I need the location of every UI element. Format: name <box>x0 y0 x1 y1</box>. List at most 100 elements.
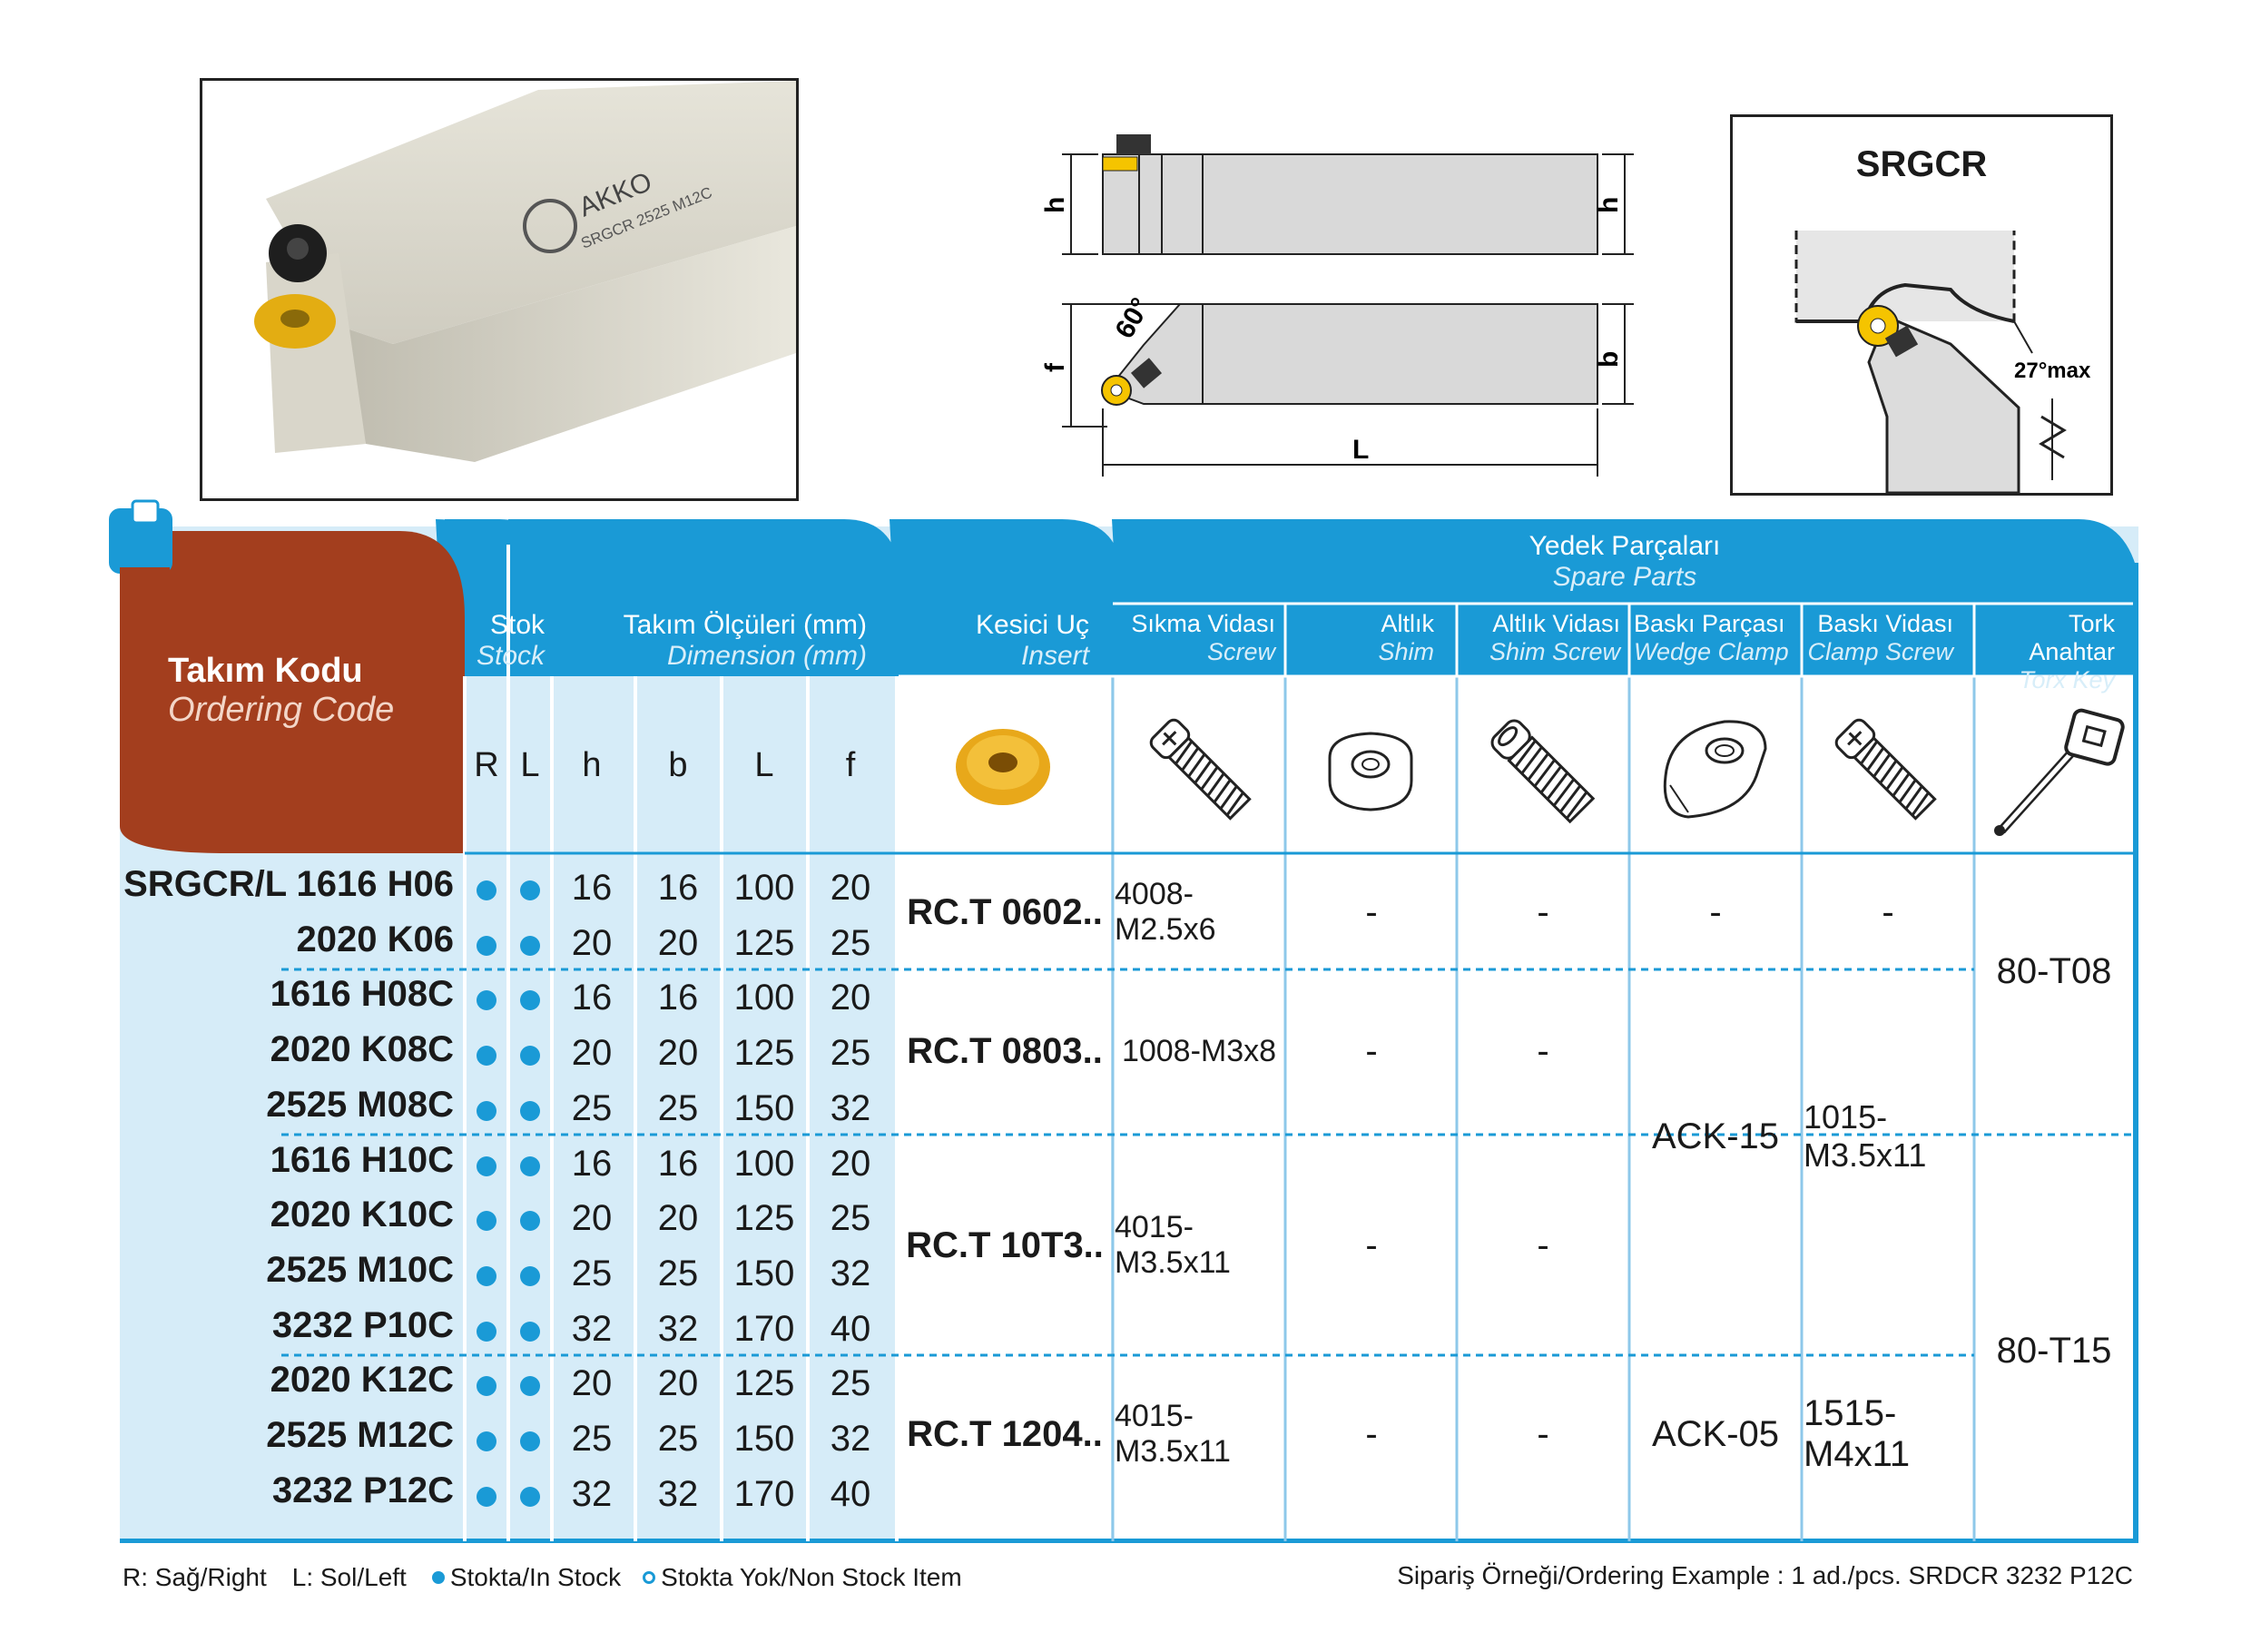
stock-en: Stock <box>476 641 545 671</box>
stock-tr: Stok <box>489 610 545 640</box>
stock-r-dot <box>477 1266 496 1286</box>
dim-h-cell: 32 <box>571 1309 613 1349</box>
dim-f-cell: 20 <box>830 978 871 1018</box>
ordering-code-cell: 3232 P10C <box>271 1305 454 1345</box>
dim-b-cell: 25 <box>657 1254 699 1293</box>
wedge-group-1: - <box>1709 891 1722 932</box>
dim-h-cell: 25 <box>571 1254 613 1293</box>
torx-key-icon <box>1994 708 2125 836</box>
shim-screw-icon <box>1490 719 1596 824</box>
dim-b-cell: 16 <box>657 978 699 1018</box>
ordering-code-en: Ordering Code <box>168 691 395 729</box>
col-r: R <box>474 746 499 784</box>
screw-group-1: 4008-M2.5x6 <box>1115 877 1216 947</box>
wedge-clamp-en: Wedge Clamp <box>1634 638 1789 665</box>
clamp-screw-merged: 1015-M3.5x11 <box>1804 1098 1927 1174</box>
insert-icon <box>956 729 1050 805</box>
dim-h-cell: 16 <box>571 978 613 1018</box>
wedge-clamp-tr: Baskı Parçası <box>1634 610 1785 637</box>
dim-f-cell: 32 <box>830 1254 871 1293</box>
shim-screw-en: Shim Screw <box>1489 638 1620 665</box>
insert-tr: Kesici Uç <box>975 610 1089 640</box>
stock-l-dot <box>520 1211 540 1231</box>
product-photo: AKKO SRGCR 2525 M12C <box>200 78 799 501</box>
stock-r-dot <box>477 1487 496 1507</box>
stock-l-dot <box>520 1101 540 1121</box>
dim-f-cell: 40 <box>830 1309 871 1349</box>
shim-screw-group-3: - <box>1537 1224 1549 1265</box>
schematic-angle: 27°max <box>2014 359 2091 383</box>
screw-en: Screw <box>1206 638 1275 665</box>
stock-l-dot <box>520 1431 540 1451</box>
insert-group-2: RC.T 0803.. <box>907 1030 1103 1071</box>
ordering-code-cell: 2020 K12C <box>270 1360 454 1400</box>
screw-group-4: 4015-M3.5x11 <box>1115 1399 1231 1469</box>
clamp-screw-header: Baskı Vidası Clamp Screw <box>1806 610 1953 666</box>
torx-key-header: Tork Anahtar Torx Key <box>1979 610 2115 694</box>
dim-b-cell: 20 <box>657 923 699 963</box>
stock-l-dot <box>520 1376 540 1396</box>
dim-f-cell: 25 <box>830 1198 871 1238</box>
legend-in-stock: Stokta/In Stock <box>449 1563 622 1591</box>
ordering-code-cell: 2020 K10C <box>270 1195 454 1234</box>
ordering-code-cell: 2525 M12C <box>266 1415 454 1455</box>
dim-f-cell: 20 <box>830 868 871 908</box>
dim-b-cell: 20 <box>657 1363 699 1403</box>
shim-group-2: - <box>1365 1030 1378 1071</box>
stock-l-dot <box>520 1156 540 1176</box>
ordering-code-header: Takım Kodu Ordering Code <box>168 652 458 730</box>
dim-b-cell: 25 <box>657 1088 699 1128</box>
dim-L-cell: 125 <box>733 923 795 963</box>
dim-L-cell: 125 <box>733 1033 795 1073</box>
dim-h-cell: 16 <box>571 1144 613 1184</box>
ordering-code-tr: Takım Kodu <box>168 652 363 690</box>
insert-group-1: RC.T 0602.. <box>907 891 1103 932</box>
dim-b-cell: 25 <box>657 1419 699 1459</box>
dim-f-cell: 25 <box>830 1363 871 1403</box>
stock-l-dot <box>520 1046 540 1066</box>
dim-b-cell: 32 <box>657 1309 699 1349</box>
dim-b-cell: 16 <box>657 1144 699 1184</box>
dim-h-cell: 32 <box>571 1474 613 1514</box>
wedge-group-4: ACK-05 <box>1651 1413 1780 1454</box>
label-b: b <box>1594 351 1624 368</box>
torx-key-tr: Tork Anahtar <box>2029 610 2115 665</box>
dim-L-cell: 150 <box>733 1254 795 1293</box>
dim-h-cell: 20 <box>571 1033 613 1073</box>
torx-key-en: Torx Key <box>2019 666 2115 693</box>
clamp-screw-en: Clamp Screw <box>1807 638 1953 665</box>
screw-tr: Sıkma Vidası <box>1131 610 1275 637</box>
ordering-code-cell: 1616 H08C <box>270 974 454 1014</box>
clamp-screw-tr: Baskı Vidası <box>1817 610 1953 637</box>
dimension-en: Dimension (mm) <box>666 641 867 671</box>
label-f: f <box>1044 362 1070 372</box>
dim-h-cell: 20 <box>571 923 613 963</box>
wedge-merged: ACK-15 <box>1651 1116 1780 1156</box>
stock-l-dot <box>520 1266 540 1286</box>
shim-icon <box>1328 732 1413 811</box>
spare-parts-tr: Yedek Parçaları <box>1529 531 1721 561</box>
spare-parts-header: Yedek Parçaları Spare Parts <box>1116 531 2133 593</box>
dim-L-cell: 150 <box>733 1419 795 1459</box>
label-h2: h <box>1594 197 1624 213</box>
dimension-tr: Takım Ölçüleri (mm) <box>623 610 867 640</box>
shim-en: Shim <box>1378 638 1434 665</box>
shim-screw-tr: Altlık Vidası <box>1492 610 1620 637</box>
stock-r-dot <box>477 880 496 900</box>
stock-l-dot <box>520 936 540 956</box>
legend-non-stock: Stokta Yok/Non Stock Item <box>661 1563 962 1591</box>
stock-r-dot <box>477 990 496 1010</box>
dim-b-cell: 16 <box>657 868 699 908</box>
ordering-code-cell: SRGCR/L 1616 H06 <box>123 864 454 904</box>
torx-key-1: 80-T08 <box>1996 950 2112 991</box>
insert-header: Kesici Uç Insert <box>903 610 1089 672</box>
stock-r-dot <box>477 1101 496 1121</box>
screw-icon <box>1149 718 1252 821</box>
torx-key-2: 80-T15 <box>1996 1330 2112 1371</box>
col-b: b <box>668 746 688 784</box>
shim-group-4: - <box>1365 1413 1378 1454</box>
dim-f-cell: 25 <box>830 923 871 963</box>
dim-L-cell: 150 <box>733 1088 795 1128</box>
dimension-drawing: h h f b 60° L <box>1044 134 1634 477</box>
